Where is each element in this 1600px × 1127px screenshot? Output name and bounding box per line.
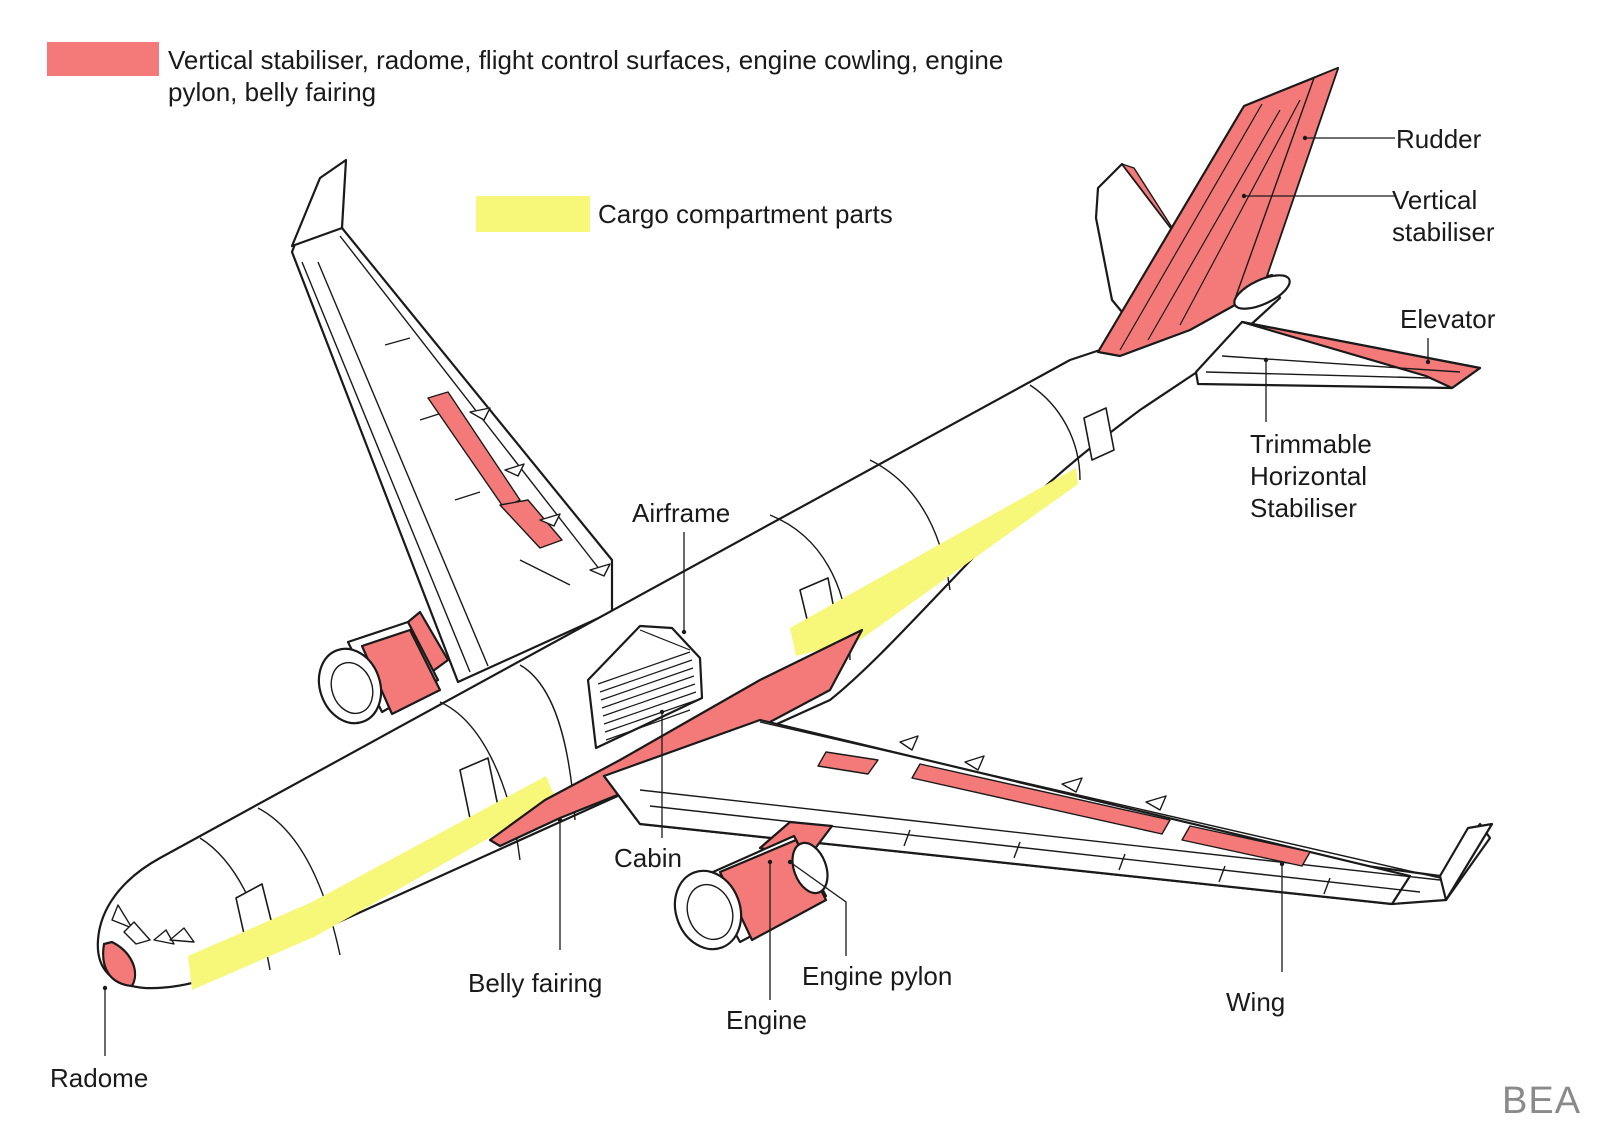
- right-wing-spoiler-3: [1181, 825, 1311, 867]
- left-engine-inlet: [317, 647, 383, 725]
- label-vertical-stabiliser: Vertical stabiliser: [1392, 185, 1495, 247]
- label-trimmable-horizontal-stabiliser: Trimmable Horizontal Stabiliser: [1250, 429, 1372, 523]
- legend-cargo-text: Cargo compartment parts: [598, 199, 893, 229]
- aft-door: [1083, 407, 1115, 461]
- radome: [102, 940, 137, 988]
- label-belly-fairing: Belly fairing: [468, 968, 603, 998]
- cargo-strip-aft: [790, 468, 1078, 656]
- cargo-strip-forward: [188, 776, 556, 990]
- right-winglet: [1438, 822, 1494, 902]
- legend-swatch-structural: [47, 42, 159, 76]
- legend-structural-text: Vertical stabiliser, radome, flight cont…: [168, 45, 1004, 107]
- right-wing-spoiler-2: [911, 763, 1171, 835]
- left-wing: [290, 226, 614, 684]
- label-wing: Wing: [1226, 987, 1286, 1017]
- left-wing-spoiler-2: [499, 499, 563, 549]
- right-wing-spoiler-1: [817, 751, 879, 775]
- label-rudder: Rudder: [1396, 124, 1482, 154]
- label-engine-pylon: Engine pylon: [802, 961, 953, 991]
- right-engine-inlet: [673, 869, 743, 951]
- label-engine: Engine: [726, 1005, 807, 1035]
- tail-cone: [1233, 274, 1291, 310]
- belly-fairing: [488, 628, 864, 848]
- bea-logo: BEA: [1502, 1080, 1582, 1122]
- left-wing-spoiler-1: [427, 391, 521, 509]
- label-elevator: Elevator: [1400, 304, 1496, 334]
- label-cabin: Cabin: [614, 843, 682, 873]
- legend-swatch-cargo: [476, 196, 590, 232]
- engine-pylon-leader: [789, 861, 847, 956]
- cargo-compartment: [586, 624, 704, 750]
- left-winglet: [290, 158, 348, 248]
- label-airframe: Airframe: [632, 498, 731, 528]
- label-radome: Radome: [50, 1063, 149, 1093]
- elevator: [1240, 320, 1482, 390]
